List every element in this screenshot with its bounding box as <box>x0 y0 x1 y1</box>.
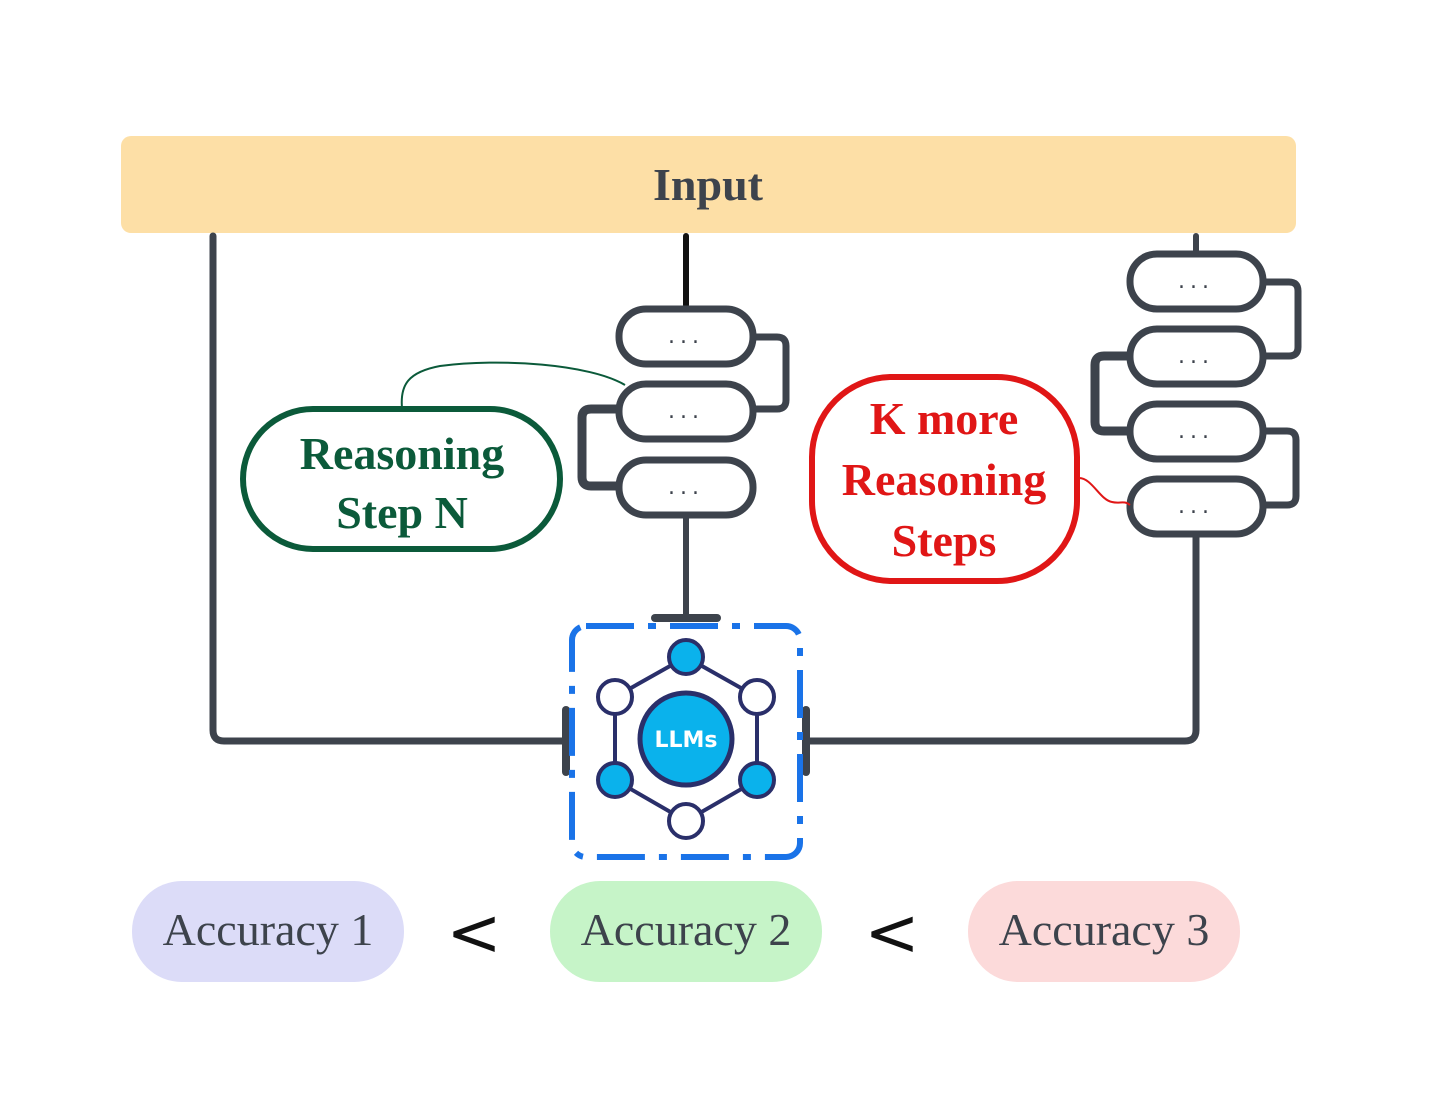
accuracy-3-label: Accuracy 3 <box>999 904 1210 955</box>
connector-direct <box>209 232 570 745</box>
callout-k-more-line2: Reasoning <box>842 454 1046 505</box>
step-box-label: ... <box>1178 494 1214 519</box>
path-middle <box>577 233 790 622</box>
comparator-1: < <box>446 894 501 971</box>
step-box-label: ... <box>1178 344 1214 369</box>
right-step-2: ... <box>1126 325 1267 388</box>
step-box-label: ... <box>1178 419 1214 444</box>
accuracy-2-label: Accuracy 2 <box>581 904 792 955</box>
callout-reasoning-step-line2: Step N <box>336 487 468 538</box>
network-core <box>637 690 735 788</box>
llm-frame <box>569 623 803 860</box>
step-box-label: ... <box>668 324 704 349</box>
input-node: Input <box>121 136 1296 233</box>
step-box <box>615 305 757 368</box>
accuracy-3-pill <box>968 881 1240 982</box>
middle-step-3: ... <box>615 456 757 519</box>
step-box-label: ... <box>668 475 704 500</box>
middle-step-2: ... <box>615 380 757 443</box>
callout-k-more-line3: Steps <box>892 515 997 566</box>
step-box <box>615 456 757 519</box>
chain-link-left-1 <box>1090 351 1135 436</box>
llm-label: LLMs <box>654 728 717 753</box>
network-node-top-right <box>738 678 776 716</box>
comparator-2: < <box>864 894 919 971</box>
accuracy-1-pill <box>132 881 404 982</box>
llm-node: LLMs <box>569 623 803 860</box>
path-right <box>802 233 1302 776</box>
right-step-4: ... <box>1126 475 1267 538</box>
input-bar <box>121 136 1296 233</box>
network-node-bottom-right <box>738 761 776 799</box>
callout-k-more-steps: K more Reasoning Steps <box>809 374 1131 584</box>
network-node-bottom-left <box>596 761 634 799</box>
callout-reasoning-step: Reasoning Step N <box>240 361 626 552</box>
chain-link-right-2 <box>1258 427 1300 509</box>
step-box-label: ... <box>1178 269 1214 294</box>
accuracy-3: Accuracy 3 <box>968 881 1240 982</box>
middle-step-1: ... <box>615 305 757 368</box>
accuracy-1-label: Accuracy 1 <box>163 904 374 955</box>
network-icon <box>596 638 776 840</box>
connector-right-bottom <box>802 529 1200 745</box>
chain-link-right <box>748 333 790 413</box>
accuracy-2-pill <box>550 881 822 982</box>
step-box <box>1126 325 1267 388</box>
network-node-top <box>667 638 705 676</box>
callout-k-more-box <box>809 374 1080 584</box>
accuracy-1: Accuracy 1 <box>132 881 404 982</box>
chain-link-right-1 <box>1258 278 1302 360</box>
network-node-top-left <box>596 678 634 716</box>
step-box <box>1126 250 1267 313</box>
accuracy-2: Accuracy 2 <box>550 881 822 982</box>
callout-reasoning-step-line1: Reasoning <box>300 428 504 479</box>
step-box <box>1126 475 1267 538</box>
path-direct <box>209 232 570 776</box>
input-label: Input <box>653 159 764 210</box>
network-node-bottom <box>667 802 705 840</box>
right-step-1: ... <box>1126 250 1267 313</box>
right-step-3: ... <box>1126 400 1267 463</box>
callout-k-more-line1: K more <box>870 393 1019 444</box>
step-box <box>1126 400 1267 463</box>
callout-k-more-pointer <box>1078 477 1131 506</box>
step-box <box>615 380 757 443</box>
callout-reasoning-step-pointer <box>400 361 626 409</box>
step-box-label: ... <box>668 399 704 424</box>
chain-link-left <box>577 404 624 491</box>
callout-reasoning-step-box <box>240 406 563 552</box>
